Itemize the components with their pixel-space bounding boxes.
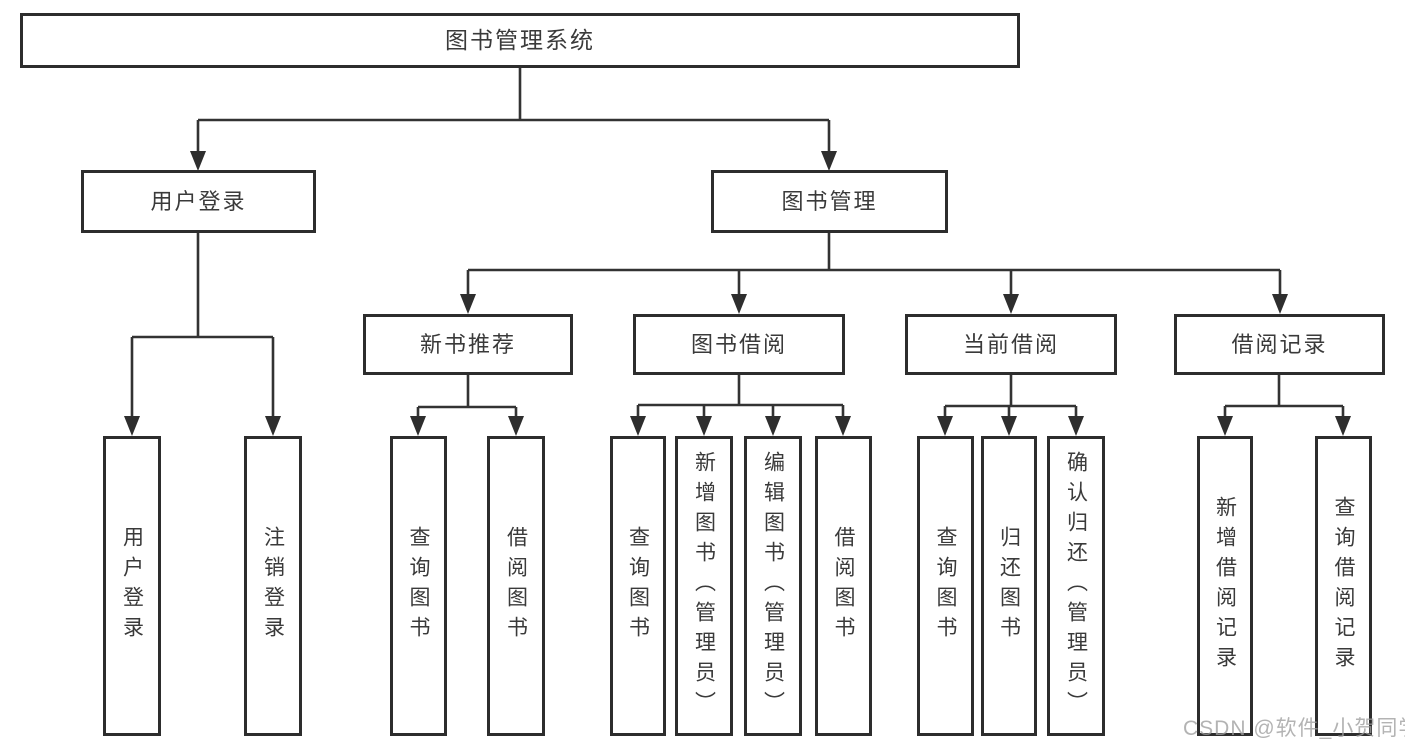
arrowhead-icon — [508, 416, 524, 436]
node-label: 查询图书 — [934, 526, 957, 646]
arrowhead-icon — [460, 294, 476, 314]
node-label: 图书借阅 — [690, 331, 787, 357]
node-label: 编辑图书（管理员） — [761, 451, 785, 721]
node-label: 用户登录 — [120, 526, 144, 646]
node-current-borrowing: 当前借阅 — [905, 314, 1117, 375]
node-label: 确认归还（管理员） — [1064, 451, 1088, 721]
arrowhead-icon — [835, 416, 851, 436]
arrowhead-icon — [265, 416, 281, 436]
node-new-book-recommendation: 新书推荐 — [363, 314, 573, 375]
arrowhead-icon — [1217, 416, 1233, 436]
leaf-borrow-books: 借阅图书 — [815, 436, 872, 736]
leaf-confirm-return-admin: 确认归还（管理员） — [1047, 436, 1105, 736]
arrowhead-icon — [1272, 294, 1288, 314]
leaf-query-borrow-record: 查询借阅记录 — [1315, 436, 1372, 736]
node-borrowing-records: 借阅记录 — [1174, 314, 1385, 375]
node-label: 用户登录 — [150, 188, 247, 214]
leaf-add-borrow-record: 新增借阅记录 — [1197, 436, 1253, 736]
arrowhead-icon — [410, 416, 426, 436]
node-label: 注销登录 — [261, 526, 285, 646]
arrowhead-icon — [630, 416, 646, 436]
node-label: 图书管理系统 — [445, 27, 595, 53]
leaf-query-books-current: 查询图书 — [917, 436, 974, 736]
arrowhead-icon — [1003, 294, 1019, 314]
arrowhead-icon — [190, 151, 206, 171]
leaf-query-books-recommend: 查询图书 — [390, 436, 447, 736]
leaf-return-books: 归还图书 — [981, 436, 1037, 736]
csdn-watermark: CSDN @软件_小贺同学 — [1183, 717, 1405, 740]
arrowhead-icon — [765, 416, 781, 436]
node-label: 新增借阅记录 — [1213, 496, 1237, 676]
node-book-management-system: 图书管理系统 — [20, 13, 1020, 68]
leaf-query-books-borrowing: 查询图书 — [610, 436, 666, 736]
node-label: 归还图书 — [997, 526, 1021, 646]
arrowhead-icon — [821, 151, 837, 171]
leaf-edit-books-admin: 编辑图书（管理员） — [744, 436, 802, 736]
arrowhead-icon — [731, 294, 747, 314]
node-user-login: 用户登录 — [81, 170, 316, 233]
leaf-user-login: 用户登录 — [103, 436, 161, 736]
arrowhead-icon — [937, 416, 953, 436]
node-label: 图书管理 — [781, 188, 878, 214]
leaf-logout: 注销登录 — [244, 436, 302, 736]
node-book-management: 图书管理 — [711, 170, 948, 233]
node-label: 查询图书 — [407, 526, 430, 646]
node-label: 当前借阅 — [962, 331, 1059, 357]
leaf-add-books-admin: 新增图书（管理员） — [675, 436, 733, 736]
node-label: 查询借阅记录 — [1332, 496, 1355, 676]
node-label: 查询图书 — [626, 526, 650, 646]
leaf-borrow-books-recommend: 借阅图书 — [487, 436, 545, 736]
node-book-borrowing: 图书借阅 — [633, 314, 845, 375]
node-label: 借阅图书 — [832, 526, 855, 646]
arrowhead-icon — [1068, 416, 1084, 436]
node-label: 新增图书（管理员） — [692, 451, 716, 721]
node-label: 新书推荐 — [419, 331, 516, 357]
node-label: 借阅记录 — [1231, 331, 1328, 357]
node-label: 借阅图书 — [504, 526, 528, 646]
arrowhead-icon — [696, 416, 712, 436]
arrowhead-icon — [124, 416, 140, 436]
arrowhead-icon — [1001, 416, 1017, 436]
arrowhead-icon — [1335, 416, 1351, 436]
